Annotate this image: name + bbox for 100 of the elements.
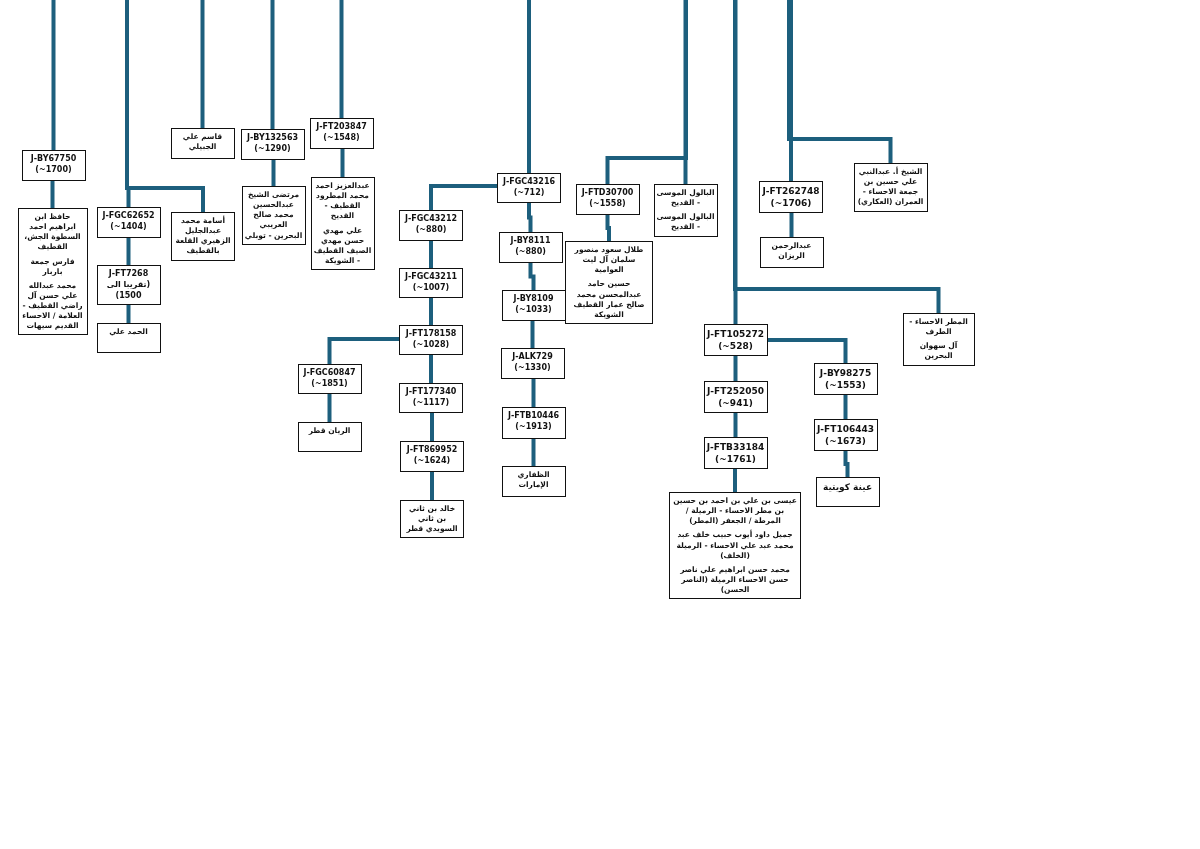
connector-line (430, 413, 434, 441)
haplogroup-box (399, 383, 463, 413)
haplogroup-label: J-FT252050 (706, 385, 765, 398)
age-label: (~1706) (769, 197, 813, 210)
haplogroup-box (575, 184, 640, 215)
haplogroup-label: J-FT7268 (107, 269, 150, 280)
connector-line (126, 238, 131, 265)
sample-box (565, 241, 653, 324)
haplogroup-box (240, 129, 305, 160)
age-label: (~1624) (412, 455, 452, 467)
connector-line (843, 395, 848, 419)
connector-line (789, 213, 794, 237)
haplogroup-label: J-BY8111 (509, 236, 552, 247)
haplogroup-label: J-BY8109 (512, 294, 555, 305)
haplogroup-box (96, 265, 161, 306)
sample-box (170, 128, 235, 159)
haplogroup-box (501, 407, 566, 439)
age-label: (~1330) (513, 362, 552, 374)
haplogroup-label: J-FGC62652 (101, 211, 156, 222)
haplogroup-label: J-FT177340 (404, 387, 458, 398)
connector-line (733, 413, 738, 437)
age-label: (~1553) (824, 379, 867, 392)
sample-box (653, 184, 718, 237)
haplogroup-label: J-BY67750 (29, 154, 78, 165)
haplogroup-box (500, 348, 565, 379)
age-label: (~1851) (310, 378, 349, 390)
haplogroup-label: J-BY98275 (818, 367, 873, 380)
age-label: (~1761) (714, 453, 757, 466)
age-label: (~1558) (588, 198, 627, 210)
age-label: (~1117) (411, 397, 451, 409)
sample-box (501, 466, 566, 497)
age-label: (~880) (414, 224, 448, 236)
connector-line (327, 337, 399, 364)
sample-box (815, 477, 880, 507)
haplogroup-box (297, 364, 362, 394)
connector-line (429, 355, 433, 383)
age-label: (~1290) (253, 143, 292, 155)
haplogroup-box (21, 150, 86, 181)
haplogroup-box (703, 381, 768, 414)
connector-line (327, 394, 332, 422)
haplogroup-label: J-FGC43211 (403, 272, 458, 283)
connector-line (527, 203, 533, 232)
connector-line (605, 215, 611, 241)
haplogroup-box (498, 232, 563, 263)
sample-box (96, 323, 161, 353)
sample-box (310, 177, 375, 270)
haplogroup-label: J-FT105272 (706, 328, 765, 341)
connector-line (429, 298, 433, 325)
sample-box (297, 422, 362, 452)
connector-line (430, 472, 434, 500)
age-label: (~1028) (411, 339, 451, 351)
age-label: (~1033) (514, 304, 553, 316)
connector-line (531, 379, 536, 407)
connector-line (767, 338, 848, 363)
age-label: (~712) (512, 187, 546, 199)
age-label: (~941) (717, 397, 754, 410)
haplogroup-label: J-FTD30700 (580, 188, 635, 199)
age-label: (~1673) (824, 435, 867, 448)
sample-box (669, 492, 801, 600)
haplogroup-label: J-FT869952 (405, 445, 459, 456)
age-label: (~1007) (411, 282, 451, 294)
connector-line (340, 149, 345, 177)
connector-line (429, 184, 497, 210)
connector-line (733, 356, 738, 381)
connector-line (683, 0, 688, 184)
haplogroup-label: J-FGC43216 (501, 177, 556, 188)
haplogroup-box (813, 419, 878, 452)
haplogroup-label: J-FTB10446 (506, 411, 561, 422)
connector-line (528, 263, 536, 290)
age-label: (~1913) (514, 421, 553, 433)
connector-line (271, 160, 276, 186)
haplogroup-box (399, 210, 463, 241)
haplogroup-label: J-ALK729 (510, 352, 554, 363)
haplogroup-label: J-FT178158 (404, 329, 458, 340)
connector-line (789, 0, 793, 181)
age-label: (~880) (514, 246, 547, 258)
age-label: (تقريبا الى 1500) (105, 279, 152, 302)
connector-line (531, 439, 536, 466)
connector-line (51, 0, 56, 150)
haplogroup-box (399, 268, 463, 298)
connector-line (733, 0, 738, 324)
age-label: (~528) (717, 340, 754, 353)
haplogroup-box (400, 441, 464, 472)
connector-line (733, 0, 941, 313)
connector-line (50, 181, 55, 208)
connector-line (200, 0, 205, 128)
haplogroup-box (501, 290, 566, 321)
haplogroup-box (813, 363, 878, 396)
connector-line (530, 321, 535, 348)
connector-line (270, 0, 275, 129)
sample-text: عينة كويتية (821, 481, 874, 494)
haplogroup-box (96, 207, 161, 238)
haplogroup-box (497, 173, 561, 203)
haplogroup-label: J-FT262748 (762, 185, 820, 198)
haplogroup-label: J-FGC60847 (302, 368, 357, 379)
haplogroup-box (703, 437, 768, 470)
haplogroup-box (703, 324, 768, 357)
sample-box (902, 313, 975, 366)
sample-box (759, 237, 824, 268)
age-label: (~1404) (109, 221, 148, 233)
